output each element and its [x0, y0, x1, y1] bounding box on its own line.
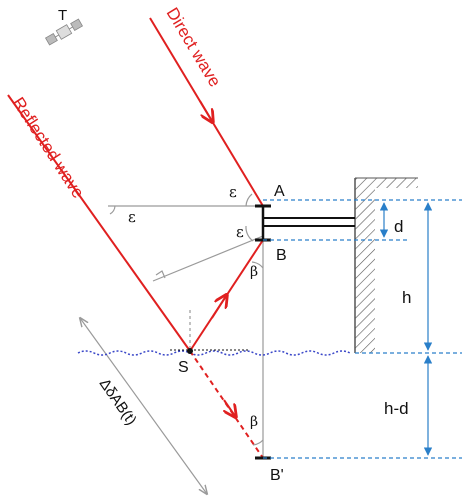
- reflection-point-s: [187, 348, 193, 354]
- building-wall: [354, 177, 418, 353]
- dimension-h-minus-d-label: h-d: [384, 399, 409, 418]
- point-s-label: S: [178, 359, 189, 376]
- direct-wave-label: Direct wave: [163, 4, 225, 90]
- angle-arcs: [109, 193, 264, 446]
- point-b-label: B: [276, 247, 287, 264]
- beta-arc-upper: [251, 261, 264, 269]
- antenna-arm: [263, 217, 355, 227]
- epsilon-arc-reflected: [109, 205, 116, 215]
- water-surface: [77, 349, 351, 356]
- antenna-markers: [255, 204, 271, 460]
- reflected-wave-ray: [7, 94, 264, 459]
- dimension-h-label: h: [402, 288, 411, 307]
- dimension-lines: [263, 199, 462, 459]
- reflected-wave-label: Reflected wave: [9, 94, 88, 202]
- point-a-label: A: [274, 183, 285, 200]
- epsilon-label-reflected: ε: [128, 208, 136, 226]
- satellite-icon: [44, 18, 84, 46]
- beta-label-upper: β: [250, 264, 258, 280]
- epsilon-label-a: ε: [229, 183, 237, 201]
- transmitter-label: T: [58, 7, 67, 24]
- dimension-d-label: d: [394, 217, 403, 236]
- epsilon-arc-a: [245, 193, 253, 207]
- point-b-image-label: B': [270, 467, 284, 484]
- beta-arc-lower: [252, 439, 264, 446]
- path-delay-label: ΔδAB(t): [96, 376, 140, 429]
- epsilon-arc-b: [245, 225, 254, 242]
- perpendicular-line: [152, 235, 264, 282]
- epsilon-label-b: ε: [236, 223, 244, 241]
- direct-wave-ray: [149, 17, 264, 207]
- right-angle-marker: [155, 270, 166, 279]
- geometry-guides: [80, 205, 264, 494]
- path-delay-arrow: [80, 318, 207, 494]
- beta-label-lower: β: [250, 414, 258, 430]
